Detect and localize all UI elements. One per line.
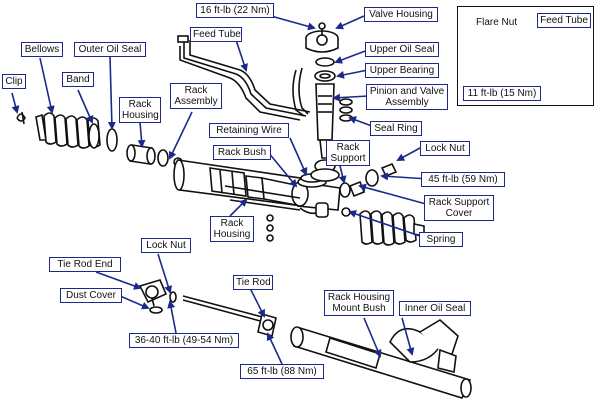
label-torque-36-40: 36-40 ft-lb (49-54 Nm) bbox=[129, 333, 239, 348]
lock-nut-bottom-part bbox=[169, 291, 177, 303]
label-clip: Clip bbox=[2, 74, 26, 89]
label-rack-housing-center: Rack Housing bbox=[210, 216, 254, 242]
label-valve-housing: Valve Housing bbox=[364, 7, 438, 22]
inset-torque-11-label: 11 ft-lb (15 Nm) bbox=[463, 86, 541, 101]
rack-housing-lower-part bbox=[290, 319, 472, 399]
arrows-group bbox=[11, 15, 445, 365]
rack-housing-main-part bbox=[173, 159, 341, 218]
label-rack-housing-left: Rack Housing bbox=[119, 97, 161, 123]
feed-tube-part bbox=[177, 35, 311, 121]
label-rack-support-cover: Rack Support Cover bbox=[424, 195, 494, 221]
label-rack-housing-mount-bush: Rack Housing Mount Bush bbox=[324, 290, 394, 316]
label-feed-tube: Feed Tube bbox=[190, 27, 242, 42]
label-outer-oil-seal: Outer Oil Seal bbox=[74, 42, 146, 57]
inset-flare-nut-label: Flare Nut bbox=[476, 17, 518, 28]
valve-housing-part bbox=[305, 22, 339, 53]
label-torque-45: 45 ft-lb (59 Nm) bbox=[421, 172, 505, 187]
rack-support-part bbox=[339, 162, 398, 198]
label-rack-assembly: Rack Assembly bbox=[170, 83, 222, 109]
label-pinion-valve: Pinion and Valve Assembly bbox=[366, 84, 448, 110]
label-bellows: Bellows bbox=[21, 42, 63, 57]
label-torque-16: 16 ft-lb (22 Nm) bbox=[196, 3, 274, 18]
label-dust-cover: Dust Cover bbox=[60, 288, 122, 303]
clip-part bbox=[16, 111, 26, 125]
label-tie-rod: Tie Rod bbox=[233, 275, 273, 290]
label-upper-oil-seal: Upper Oil Seal bbox=[365, 42, 439, 57]
label-inner-oil-seal: Inner Oil Seal bbox=[399, 301, 471, 316]
bellows-right-part bbox=[359, 210, 425, 246]
inset-feed-tube-label: Feed Tube bbox=[537, 13, 591, 28]
upper-oil-seal-part bbox=[315, 57, 335, 67]
label-rack-bush: Rack Bush bbox=[213, 145, 271, 160]
rack-housing-left-part bbox=[126, 144, 169, 167]
label-retaining-wire: Retaining Wire bbox=[209, 123, 289, 138]
tie-rod-part bbox=[182, 295, 277, 338]
label-band: Band bbox=[62, 72, 94, 87]
upper-bearing-part bbox=[314, 70, 336, 82]
label-lock-nut-top: Lock Nut bbox=[420, 141, 470, 156]
tie-rod-end-part bbox=[138, 279, 168, 314]
label-rack-support: Rack Support bbox=[326, 140, 370, 166]
label-spring: Spring bbox=[419, 232, 463, 247]
band-part bbox=[88, 123, 100, 149]
label-tie-rod-end: Tie Rod End bbox=[49, 257, 121, 272]
label-lock-nut-bottom: Lock Nut bbox=[141, 238, 191, 253]
label-seal-ring: Seal Ring bbox=[370, 121, 422, 136]
label-torque-65: 65 ft-lb (88 Nm) bbox=[240, 364, 324, 379]
outer-oil-seal-part bbox=[106, 128, 118, 152]
label-upper-bearing: Upper Bearing bbox=[365, 63, 439, 78]
